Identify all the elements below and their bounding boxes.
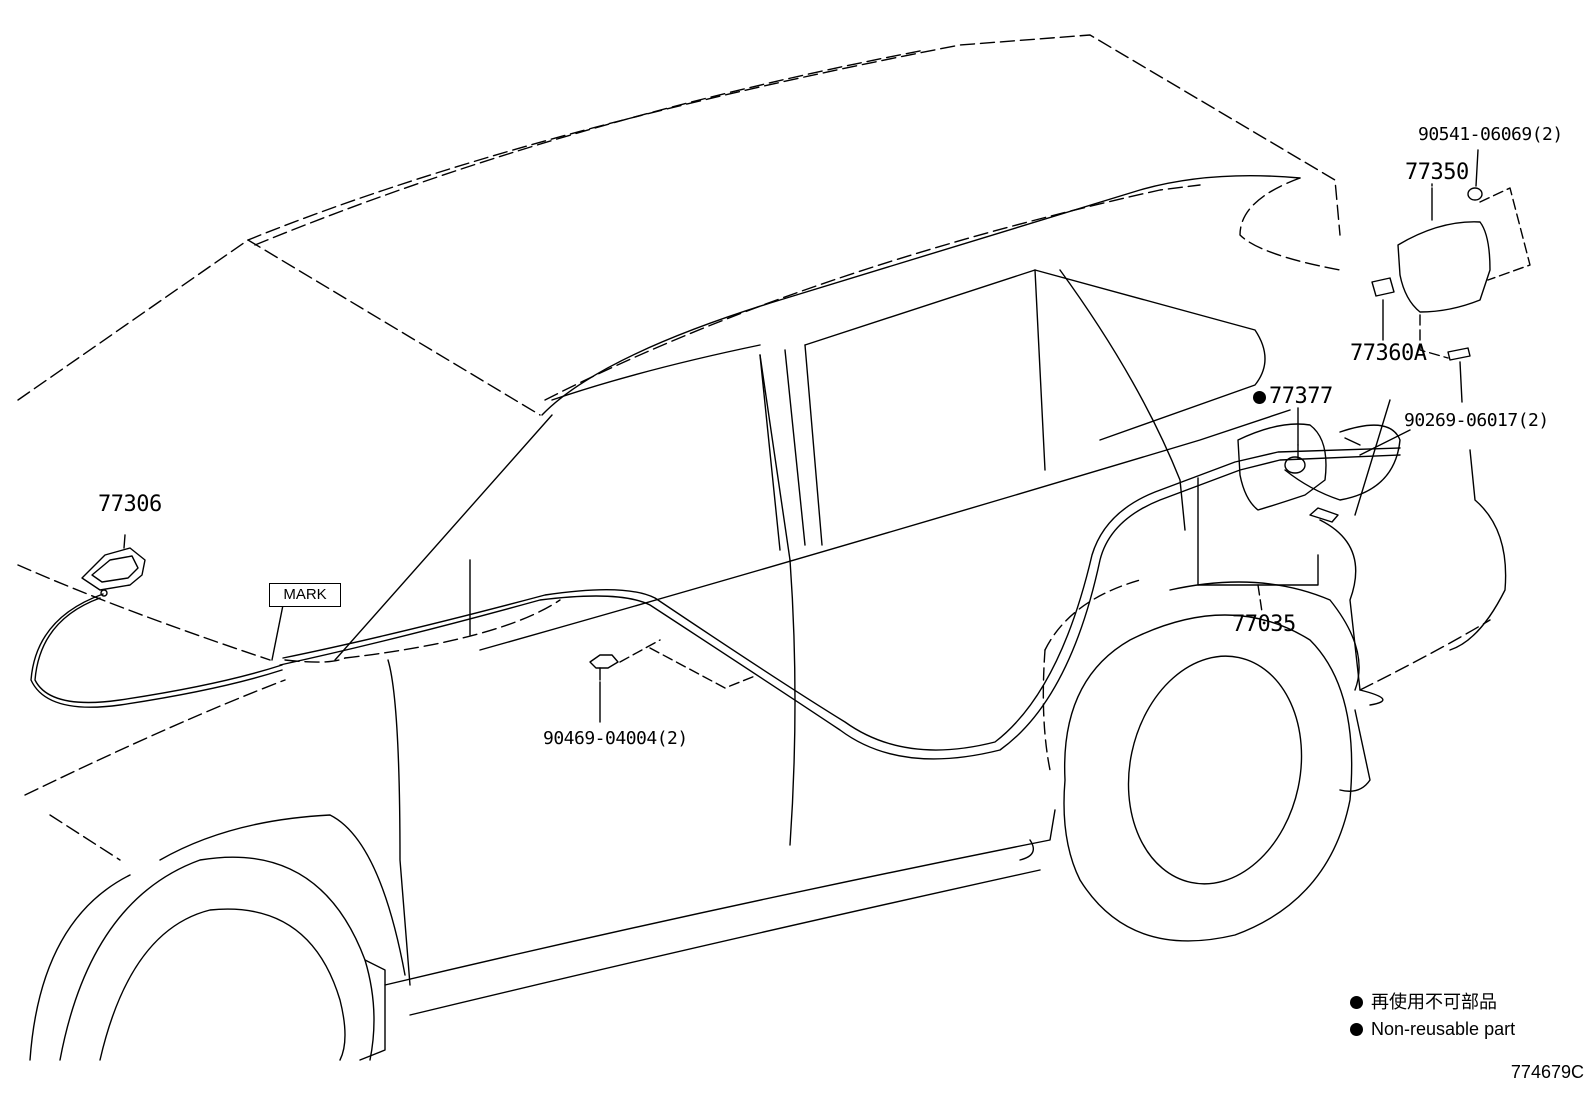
bracket-77360a	[1371, 277, 1395, 341]
fuel-lid-77350	[1397, 187, 1531, 359]
legend-jp: 再使用不可部品	[1350, 993, 1497, 1011]
screw-90269	[1447, 347, 1471, 403]
hood-outline	[17, 564, 561, 861]
body-lower-lines	[159, 447, 1401, 1016]
non-reusable-bullet-icon	[1253, 391, 1266, 404]
mark-label: MARK	[269, 583, 341, 607]
figure-number: 774679C	[1510, 1062, 1584, 1082]
part-label-77306: 77306	[98, 492, 162, 517]
fuel-lid-housing-77035	[1197, 423, 1327, 613]
cylinder-77377	[1284, 437, 1361, 523]
part-label-90269: 90269-06017(2)	[1404, 410, 1549, 431]
part-label-90541: 90541-06069(2)	[1418, 124, 1563, 145]
leader-lines	[1297, 183, 1433, 516]
bumper-90541	[1467, 149, 1483, 201]
legend-bullet-icon	[1350, 1023, 1363, 1036]
legend-bullet-icon	[1350, 996, 1363, 1009]
legend-en-text: Non-reusable part	[1371, 1019, 1516, 1039]
legend-jp-text: 再使用不可部品	[1371, 992, 1497, 1012]
part-label-90469: 90469-04004(2)	[543, 728, 688, 749]
part-label-77035: 77035	[1232, 612, 1296, 637]
body-upper-lines	[334, 175, 1341, 661]
part-label-77377: 77377	[1253, 386, 1333, 408]
rear-quarter-lines	[1169, 449, 1507, 792]
rear-wheel	[1019, 579, 1353, 942]
clip-90469	[589, 639, 756, 723]
opener-cable	[30, 424, 1401, 708]
legend-en: Non-reusable part	[1350, 1020, 1515, 1038]
front-wheel	[29, 856, 386, 1061]
part-label-77360a: 77360A	[1350, 341, 1427, 366]
lever-77306	[81, 534, 146, 597]
roof-outline	[17, 34, 1341, 416]
part-label-77377-text: 77377	[1269, 384, 1333, 409]
part-label-77350: 77350	[1405, 160, 1469, 185]
mark-leader-line	[271, 604, 284, 661]
